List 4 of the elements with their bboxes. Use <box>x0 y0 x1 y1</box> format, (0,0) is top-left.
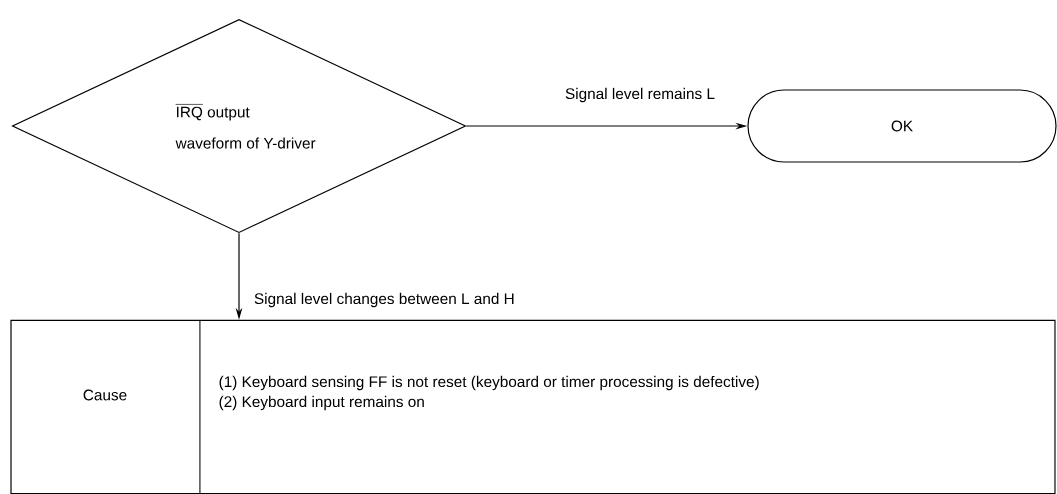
edge-label: Signal level remains L <box>563 86 717 104</box>
cause-table: Cause (1) Keyboard sensing FF is not reset (keyboard or timer processing is defective) (2) Keyboard input remains on <box>10 319 1056 494</box>
terminal-box: OK <box>747 89 1057 163</box>
edge-label: Signal level changes between L and H <box>252 291 517 309</box>
